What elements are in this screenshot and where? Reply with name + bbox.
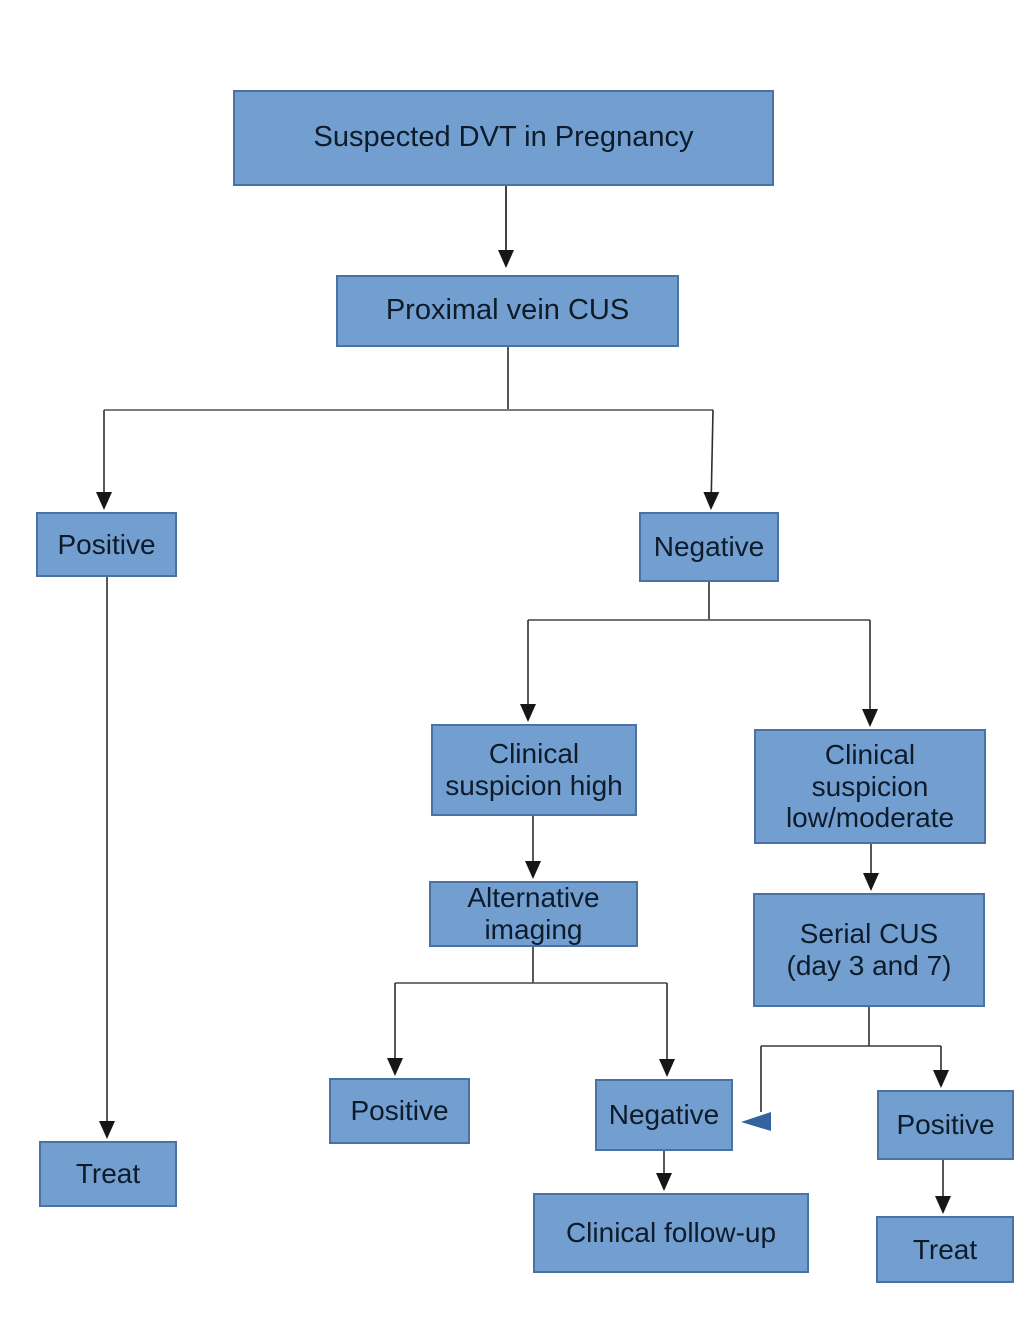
node-positive-alt-imaging: Positive xyxy=(329,1078,470,1144)
node-positive-serial-cus: Positive xyxy=(877,1090,1014,1160)
edge-serial-split xyxy=(741,1007,949,1131)
node-alternative-imaging: Alternative imaging xyxy=(429,881,638,947)
node-suspected-dvt-in-pregnancy: Suspected DVT in Pregnancy xyxy=(233,90,774,186)
node-clinical-suspicion-low-moderate: Clinical suspicion low/moderate xyxy=(754,729,986,844)
node-treat-left: Treat xyxy=(39,1141,177,1207)
edge-proximal-split xyxy=(96,347,720,510)
node-proximal-vein-cus: Proximal vein CUS xyxy=(336,275,679,347)
node-treat-right: Treat xyxy=(876,1216,1014,1283)
node-negative-alt-imaging: Negative xyxy=(595,1079,733,1151)
node-negative-proximal-cus: Negative xyxy=(639,512,779,582)
edge-negative1-split xyxy=(520,582,878,727)
node-clinical-follow-up: Clinical follow-up xyxy=(533,1193,809,1273)
node-positive-proximal-cus: Positive xyxy=(36,512,177,577)
feedback-arrowhead-icon xyxy=(741,1112,771,1131)
node-serial-cus: Serial CUS (day 3 and 7) xyxy=(753,893,985,1007)
node-clinical-suspicion-high: Clinical suspicion high xyxy=(431,724,637,816)
edge-alt-split xyxy=(387,947,675,1077)
